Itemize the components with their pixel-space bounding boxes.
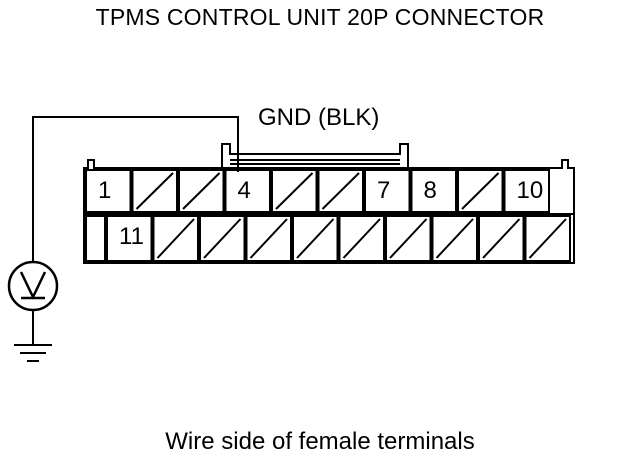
connector-latch [221, 143, 409, 168]
unused-terminal-slash [296, 218, 335, 259]
pin-label: 4 [237, 177, 251, 204]
unused-terminal-slash [435, 218, 474, 259]
terminal-cell [524, 215, 571, 262]
terminal-cell [503, 169, 550, 213]
unused-terminal-slash [482, 218, 521, 259]
terminal-cell [338, 215, 385, 262]
terminal-cell [410, 169, 457, 213]
terminal-cells [85, 169, 571, 262]
terminal-cell [292, 215, 339, 262]
probe-label-gnd: GND (BLK) [258, 104, 380, 131]
terminal-cell [178, 169, 225, 213]
terminal-cell [224, 169, 271, 213]
probe-wire [32, 116, 239, 345]
terminal-cell [85, 169, 132, 213]
unused-terminal-slash [275, 172, 314, 210]
terminal-cell [131, 169, 178, 213]
terminal-cell [245, 215, 292, 262]
unused-terminal-slash [321, 172, 360, 210]
terminal-cell [152, 215, 199, 262]
unused-terminal-slash [528, 218, 567, 259]
pin-label: 8 [423, 177, 437, 204]
diagram-title: TPMS CONTROL UNIT 20P CONNECTOR [95, 4, 545, 30]
pin-label: 7 [377, 177, 391, 204]
connector-20p [83, 159, 575, 264]
pin-label: 10 [516, 177, 544, 204]
unused-terminal-slash [156, 218, 195, 259]
pin-label: 11 [119, 223, 144, 250]
terminal-cell [385, 215, 432, 262]
terminal-cell [317, 169, 364, 213]
diagram-caption: Wire side of female terminals [165, 428, 475, 455]
unused-terminal-slash [389, 218, 428, 259]
unused-terminal-slash [182, 172, 221, 210]
ground-icon [14, 344, 52, 362]
terminal-cell [478, 215, 525, 262]
connector-shell [83, 159, 575, 264]
unused-terminal-slash [249, 218, 288, 259]
unused-terminal-slash [135, 172, 174, 210]
unused-terminal-slash [461, 172, 500, 210]
row-spacer [85, 215, 106, 262]
unused-terminal-slash [203, 218, 242, 259]
terminal-cell [431, 215, 478, 262]
terminal-cell [364, 169, 411, 213]
unused-terminal-slash [342, 218, 381, 259]
terminal-cell [271, 169, 318, 213]
voltmeter-icon [7, 260, 59, 312]
terminal-cell [457, 169, 504, 213]
terminal-cell [199, 215, 246, 262]
pin-label: 1 [98, 177, 112, 204]
terminal-cell [106, 215, 153, 262]
